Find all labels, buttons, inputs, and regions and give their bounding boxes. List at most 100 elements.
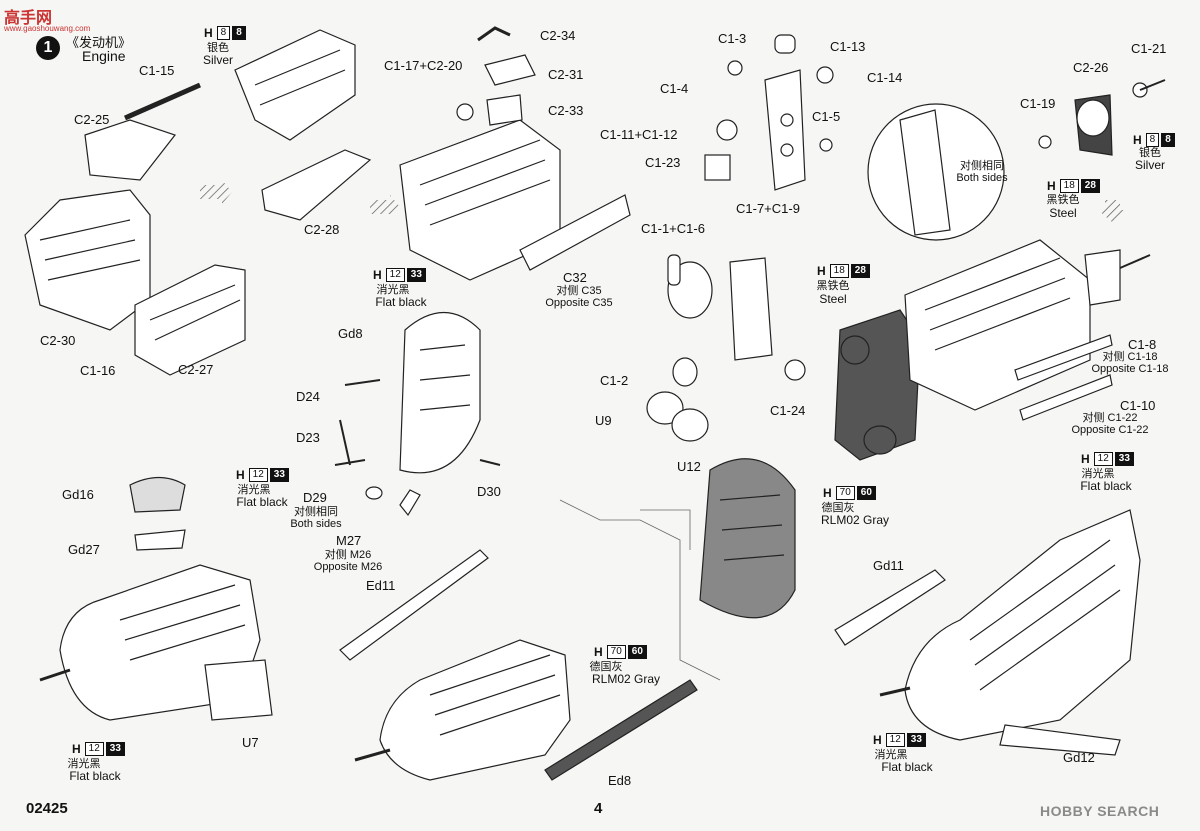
paint-flat-black-right: H 12 33 [1081, 452, 1134, 466]
note-opp-c118-en: Opposite C1-18 [1091, 363, 1169, 375]
label-c1-24: C1-24 [770, 403, 806, 418]
paint-rlm02-bottom-cn: 德国灰 [589, 661, 623, 673]
label-c1-16: C1-16 [80, 363, 116, 378]
part-c2-26 [1038, 79, 1166, 156]
note-opp-m26-en: Opposite M26 [313, 561, 383, 573]
paint-h: H [594, 645, 603, 659]
part-c2-33 [486, 94, 523, 126]
part-c1-17 [456, 103, 474, 121]
paint-code-a: 8 [216, 26, 231, 40]
label-c1-11-c1-12: C1-11+C1-12 [600, 127, 678, 142]
paint-flat-black-d29: H 12 33 [236, 468, 289, 482]
label-gd8: Gd8 [338, 326, 363, 341]
label-c1-1-c1-6: C1-1+C1-6 [641, 221, 705, 236]
label-d29: D29 [303, 490, 327, 505]
label-gd16: Gd16 [62, 487, 94, 502]
paint-code-b: 33 [906, 733, 926, 747]
label-d24: D24 [296, 389, 320, 404]
label-u12: U12 [677, 459, 701, 474]
step-title-en: Engine [82, 48, 126, 64]
note-opp-c35-en: Opposite C35 [545, 297, 613, 309]
paint-flat-black-lower-right: H 12 33 [873, 733, 926, 747]
steel-block [834, 309, 921, 461]
supercharger-assembly [646, 254, 806, 442]
label-d23: D23 [296, 430, 320, 445]
paint-flat-black-lower-right-en: Flat black [881, 760, 933, 774]
note-d29-both-cn: 对侧相同 [294, 506, 338, 518]
label-m27: M27 [336, 533, 362, 548]
paint-silver-right-cn: 银色 [1139, 147, 1161, 159]
engine-assembled-center [339, 549, 698, 781]
note-opp-c122-en: Opposite C1-22 [1071, 424, 1149, 436]
step-title-cn: 《发动机》 [66, 35, 132, 50]
label-c1-2: C1-2 [600, 373, 629, 388]
label-c1-19: C1-19 [1020, 96, 1056, 111]
product-code: 02425 [26, 800, 68, 817]
engine-block-upper [234, 29, 372, 221]
label-c1-3: C1-3 [718, 31, 747, 46]
label-c1-17-c2-20: C1-17+C2-20 [384, 58, 463, 73]
note-opp-c118-cn: 对侧 C1-18 [1102, 351, 1158, 363]
paint-code-b: 8 [1161, 133, 1175, 147]
paint-code-b: 33 [1114, 452, 1134, 466]
paint-h: H [204, 26, 213, 40]
note-both-sides-en: Both sides [956, 172, 1008, 184]
direction-arrows [200, 180, 1126, 222]
paint-silver-right: H 8 8 [1133, 133, 1175, 147]
paint-code-a: 18 [1059, 179, 1079, 193]
paint-h: H [1081, 452, 1090, 466]
note-opp-m26-cn: 对侧 M26 [324, 549, 372, 561]
paint-flat-black-mid-en: Flat black [375, 295, 427, 309]
step-number-badge: 1 [36, 36, 60, 60]
paint-silver-en: Silver [202, 53, 234, 67]
firewall-gd8 [334, 311, 501, 517]
paint-rlm02-top-cn: 德国灰 [821, 502, 855, 514]
paint-code-a: 18 [829, 264, 849, 278]
paint-steel-mid: H 18 28 [817, 264, 870, 278]
paint-code-a: 12 [248, 468, 268, 482]
engine-block-half-c2-30 [24, 119, 176, 331]
label-c2-26: C2-26 [1073, 60, 1109, 75]
paint-code-a: 70 [606, 645, 626, 659]
label-gd27: Gd27 [68, 542, 100, 557]
label-c1-15: C1-15 [139, 63, 175, 78]
label-c1-14: C1-14 [867, 70, 903, 85]
paint-code-b: 8 [232, 26, 246, 40]
part-c1-15 [123, 82, 202, 121]
paint-h: H [1133, 133, 1142, 147]
paint-code-a: 8 [1145, 133, 1160, 147]
hobby-search-watermark: HOBBY SEARCH [1040, 803, 1160, 819]
label-c1-4: C1-4 [660, 81, 689, 96]
paint-silver-cn: 银色 [207, 42, 229, 54]
paint-h: H [873, 733, 882, 747]
paint-code-a: 70 [835, 486, 855, 500]
label-c1-21: C1-21 [1131, 41, 1167, 56]
paint-code-b: 33 [406, 268, 426, 282]
paint-code-b: 33 [105, 742, 125, 756]
paint-flat-black-lower-right-cn: 消光黑 [874, 749, 908, 761]
paint-flat-black-mid-cn: 消光黑 [376, 284, 410, 296]
paint-steel-mid-en: Steel [819, 292, 847, 306]
gearbox-column [704, 34, 834, 191]
label-u9: U9 [595, 413, 612, 428]
paint-steel-right-en: Steel [1049, 206, 1077, 220]
paint-code-a: 12 [1093, 452, 1113, 466]
paint-steel-mid-cn: 黑铁色 [816, 280, 850, 292]
paint-h: H [1047, 179, 1056, 193]
label-c2-34: C2-34 [540, 28, 576, 43]
part-c2-31 [484, 54, 536, 86]
paint-code-b: 33 [269, 468, 289, 482]
paint-steel-right: H 18 28 [1047, 179, 1100, 193]
engine-assembled-right [834, 509, 1141, 756]
paint-code-b: 60 [856, 486, 876, 500]
paint-rlm02-top-en: RLM02 Gray [820, 513, 890, 527]
paint-code-b: 28 [1080, 179, 1100, 193]
label-c2-33: C2-33 [548, 103, 584, 118]
label-ed11: Ed11 [366, 578, 396, 593]
paint-code-b: 28 [850, 264, 870, 278]
label-c1-8: C1-8 [1128, 337, 1157, 352]
page-number: 4 [594, 800, 603, 817]
label-c32: C32 [563, 270, 587, 285]
label-gd11: Gd11 [873, 558, 904, 573]
